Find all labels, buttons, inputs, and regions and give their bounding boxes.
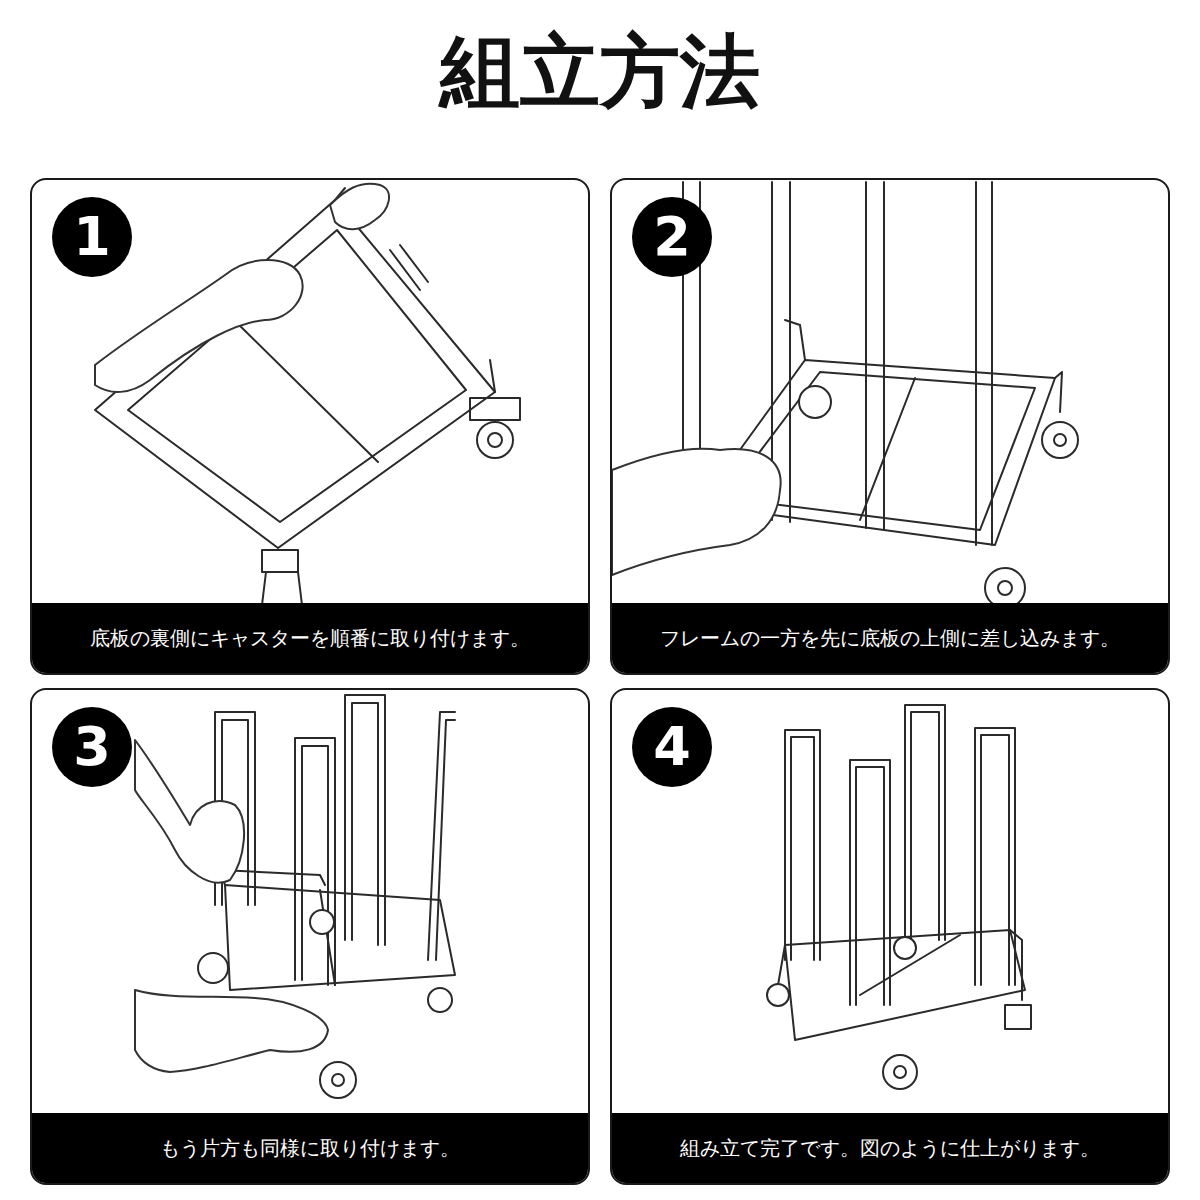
step-caption: フレームの一方を先に底板の上側に差し込みます。 (660, 625, 1120, 652)
frame-insert-figure (683, 182, 1078, 608)
frame-insert-figure (320, 890, 335, 985)
hand-figure (612, 449, 781, 575)
frame-insert-figure (883, 182, 885, 530)
base-plate-figure (95, 188, 520, 605)
completed-rack-figure (894, 937, 916, 959)
step-number-circle: 2 (632, 197, 712, 277)
frame-insert-figure (789, 182, 791, 522)
step-number: 2 (653, 210, 691, 264)
step-number: 4 (653, 720, 691, 774)
frame-insert-figure (428, 988, 452, 1012)
completed-rack-figure (894, 1066, 906, 1078)
base-plate-figure (95, 200, 495, 548)
hand-figure (95, 184, 389, 392)
completed-rack-figure (911, 712, 939, 940)
step-number: 3 (73, 720, 111, 774)
completed-rack-figure (785, 730, 820, 960)
base-plate-figure (470, 398, 520, 420)
hand-figure (330, 184, 389, 230)
frame-insert-figure (295, 738, 335, 985)
step-panel: もう片方も同様に取り付けます。 3 (30, 688, 590, 1185)
completed-rack-figure (791, 737, 814, 960)
frame-insert-figure (860, 378, 915, 520)
completed-rack-figure (981, 735, 1009, 985)
step-caption: 底板の裏側にキャスターを順番に取り付けます。 (90, 625, 530, 652)
frame-insert-figure (865, 182, 867, 528)
frame-insert-figure (332, 1074, 344, 1086)
completed-rack-figure (856, 767, 884, 1005)
frame-insert-figure (225, 885, 455, 990)
caption-band: フレームの一方を先に底板の上側に差し込みます。 (612, 603, 1168, 673)
completed-rack-figure (850, 760, 890, 1005)
completed-rack-figure (767, 984, 789, 1006)
frame-insert-figure (991, 182, 993, 545)
frame-insert-figure (1055, 372, 1062, 412)
frame-insert-figure (198, 953, 228, 983)
hand-figure (612, 449, 781, 575)
frame-insert-figure (1054, 434, 1066, 446)
completed-rack-figure (860, 935, 960, 995)
step-number-circle: 3 (52, 707, 132, 787)
frame-insert-figure (310, 910, 334, 934)
hand-figure (135, 740, 328, 1072)
base-plate-figure (232, 318, 378, 462)
step-caption: もう片方も同様に取り付けます。 (160, 1135, 460, 1162)
completed-rack-figure (905, 705, 945, 940)
completed-rack-figure (767, 705, 1031, 1089)
base-plate-figure (262, 550, 298, 572)
completed-rack-figure (778, 945, 785, 985)
base-plate-figure (262, 572, 302, 605)
hand-figure (135, 990, 328, 1072)
page-title: 組立方法 (0, 28, 1200, 116)
hand-figure (95, 260, 303, 392)
base-plate-figure (490, 360, 495, 392)
caption-band: もう片方も同様に取り付けます。 (32, 1113, 588, 1183)
step-number: 1 (73, 210, 111, 264)
frame-insert-figure (998, 581, 1012, 595)
step-panel: フレームの一方を先に底板の上側に差し込みます。 2 (610, 178, 1170, 675)
hand-figure (135, 740, 244, 883)
step-panel: 底板の裏側にキャスターを順番に取り付けます。 1 (30, 178, 590, 675)
completed-rack-figure (785, 930, 1025, 1040)
frame-insert-figure (975, 182, 977, 545)
frame-insert-figure (345, 695, 385, 945)
completed-rack-figure (975, 728, 1015, 985)
frame-insert-figure (302, 746, 328, 985)
frame-insert-figure (428, 712, 455, 960)
caption-band: 組み立て完了です。図のように仕上がります。 (612, 1113, 1168, 1183)
frame-insert-figure (799, 386, 831, 418)
frame-insert-figure (352, 703, 378, 945)
completed-rack-figure (883, 1055, 917, 1089)
base-plate-figure (477, 422, 513, 458)
step-caption: 組み立て完了です。図のように仕上がります。 (680, 1135, 1100, 1162)
base-plate-figure (488, 433, 502, 447)
frame-insert-figure (785, 320, 805, 360)
frame-insert-figure (985, 568, 1025, 608)
completed-rack-figure (1005, 1005, 1031, 1029)
base-plate-figure (390, 250, 420, 290)
frame-insert-figure (1042, 422, 1078, 458)
step-panel: 組み立て完了です。図のように仕上がります。 4 (610, 688, 1170, 1185)
step-number-circle: 1 (52, 197, 132, 277)
base-plate-figure (400, 245, 428, 282)
caption-band: 底板の裏側にキャスターを順番に取り付けます。 (32, 603, 588, 673)
step-number-circle: 4 (632, 707, 712, 787)
completed-rack-figure (1010, 930, 1022, 1000)
frame-insert-figure (320, 1062, 356, 1098)
